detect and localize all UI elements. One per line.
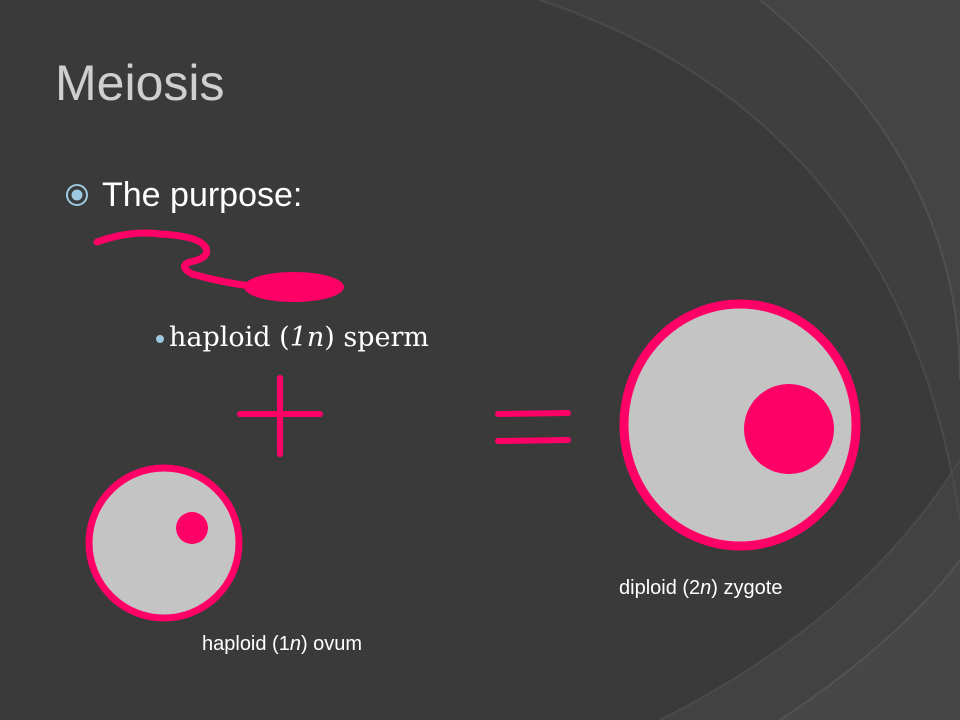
sperm-head — [244, 272, 344, 302]
ovum-label-prefix: haploid (1 — [202, 633, 290, 655]
sperm-label-one: 1 — [289, 322, 307, 353]
sperm-tail — [93, 229, 254, 290]
slide-title: Meiosis — [55, 55, 225, 111]
ovum-label: haploid (1n) ovum — [202, 633, 362, 656]
sperm-label-suffix: ) sperm — [324, 322, 430, 353]
ovum-label-n: n — [289, 633, 301, 655]
target-bullet-icon — [66, 184, 88, 206]
zygote-nucleus — [744, 384, 834, 474]
zygote-label-suffix: ) zygote — [711, 577, 783, 599]
sub-bullet-dot — [156, 334, 164, 343]
zygote-label-n: n — [700, 577, 712, 599]
sperm-label-n: n — [306, 322, 325, 353]
zygote-cell — [619, 299, 861, 551]
ovum-cell — [85, 464, 243, 622]
zygote-label: diploid (2n) zygote — [619, 577, 782, 600]
zygote-label-prefix: diploid (2 — [619, 577, 701, 599]
equals-sign — [495, 410, 571, 444]
bullet-text: The purpose: — [102, 176, 303, 214]
ovum-label-suffix: ) ovum — [300, 633, 363, 655]
ovum-nucleus — [176, 512, 208, 544]
sperm-label-prefix: haploid ( — [169, 322, 290, 353]
plus-sign — [237, 375, 323, 457]
bullet-purpose: The purpose: — [64, 178, 302, 212]
